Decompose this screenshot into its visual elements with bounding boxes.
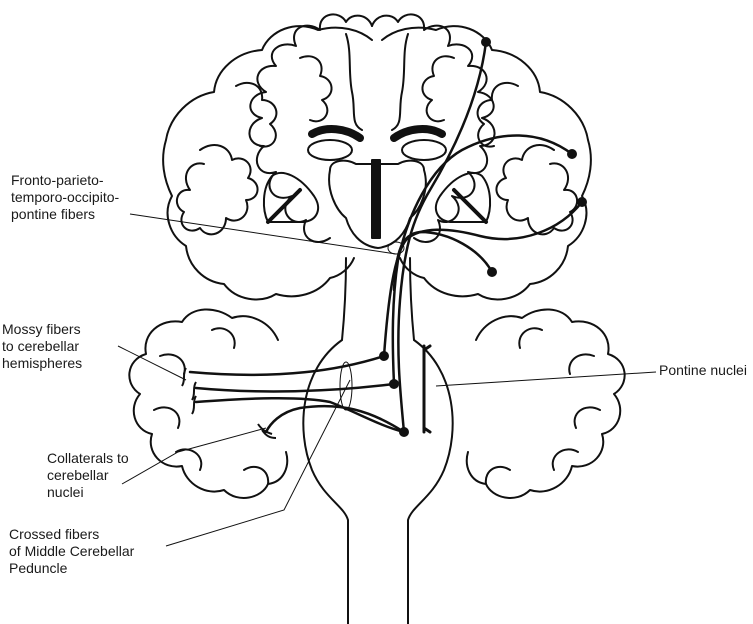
label-collaterals-to-cerebellar-nuclei: Collaterals to cerebellar nuclei [47,450,129,501]
label-line: nuclei [47,484,84,500]
label-line: Collaterals to [47,450,129,466]
midbrain-left [341,257,347,341]
label-crossed-fibers: Crossed fibers of Middle Cerebellar Pedu… [9,526,134,577]
terminal-dots [379,37,587,437]
label-pontine-nuclei: Pontine nuclei [659,362,747,379]
midbrain-right [409,257,415,341]
label-mossy-fibers: Mossy fibers to cerebellar hemispheres [2,321,82,372]
label-line: Mossy fibers [2,321,81,337]
label-line: temporo-occipito- [11,189,120,205]
right-cerebellum [465,308,626,499]
label-line: Pontine nuclei [659,362,747,378]
leader-lines [117,213,657,547]
left-basal-ganglia [262,171,320,223]
lateral-ventricles [308,125,446,142]
label-line: to cerebellar [2,338,80,354]
label-line: Crossed fibers [9,526,100,542]
right-hemisphere-outline [381,25,592,301]
label-line: of Middle Cerebellar [9,543,135,559]
label-line: Peduncle [9,560,68,576]
left-hemisphere-outline [162,25,373,301]
label-line: cerebellar [47,467,109,483]
fiber-pathways [188,40,584,434]
cerebrum-outline [248,13,373,243]
label-line: pontine fibers [11,206,96,222]
label-line: hemispheres [2,355,83,371]
mossy-terminals [181,367,277,439]
label-line: Fronto-parieto- [11,172,104,188]
right-basal-ganglia [434,171,492,223]
left-cerebellum [128,308,289,499]
label-fronto-parieto-temporo-occipito-pontine-fibers: Fronto-parieto- temporo-occipito- pontin… [11,172,119,223]
pons-outline [302,339,454,624]
